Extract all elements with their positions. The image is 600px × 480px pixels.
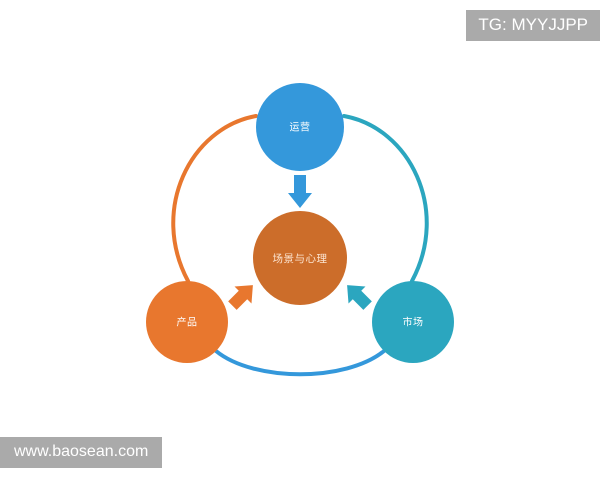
up-right-arrow-icon bbox=[228, 285, 253, 310]
node-product[interactable]: 产品 bbox=[146, 281, 228, 363]
node-market[interactable]: 市场 bbox=[372, 281, 454, 363]
market-label: 市场 bbox=[403, 316, 424, 329]
arrow-product-to-center bbox=[228, 285, 253, 310]
operations-label: 运营 bbox=[290, 121, 311, 134]
operations-circle[interactable] bbox=[256, 83, 344, 171]
site-watermark: www.baosean.com bbox=[0, 437, 163, 469]
product-label: 产品 bbox=[177, 316, 198, 329]
node-center[interactable]: 场景与心理 bbox=[253, 211, 347, 305]
arrow-operations-to-center bbox=[288, 175, 312, 208]
arrow-market-to-center bbox=[347, 285, 372, 310]
product-circle[interactable] bbox=[146, 281, 228, 363]
market-circle[interactable] bbox=[372, 281, 454, 363]
node-operations[interactable]: 运营 bbox=[256, 83, 344, 171]
center-circle[interactable] bbox=[253, 211, 347, 305]
arc-operations-to-market bbox=[342, 114, 429, 283]
arc-product-to-market bbox=[214, 349, 386, 377]
up-left-arrow-icon bbox=[347, 285, 372, 310]
arc-product-to-operations bbox=[171, 114, 258, 283]
center-label: 场景与心理 bbox=[273, 252, 328, 265]
tg-badge: TG: MYYJJPP bbox=[466, 10, 600, 41]
down-arrow-icon bbox=[288, 175, 312, 208]
